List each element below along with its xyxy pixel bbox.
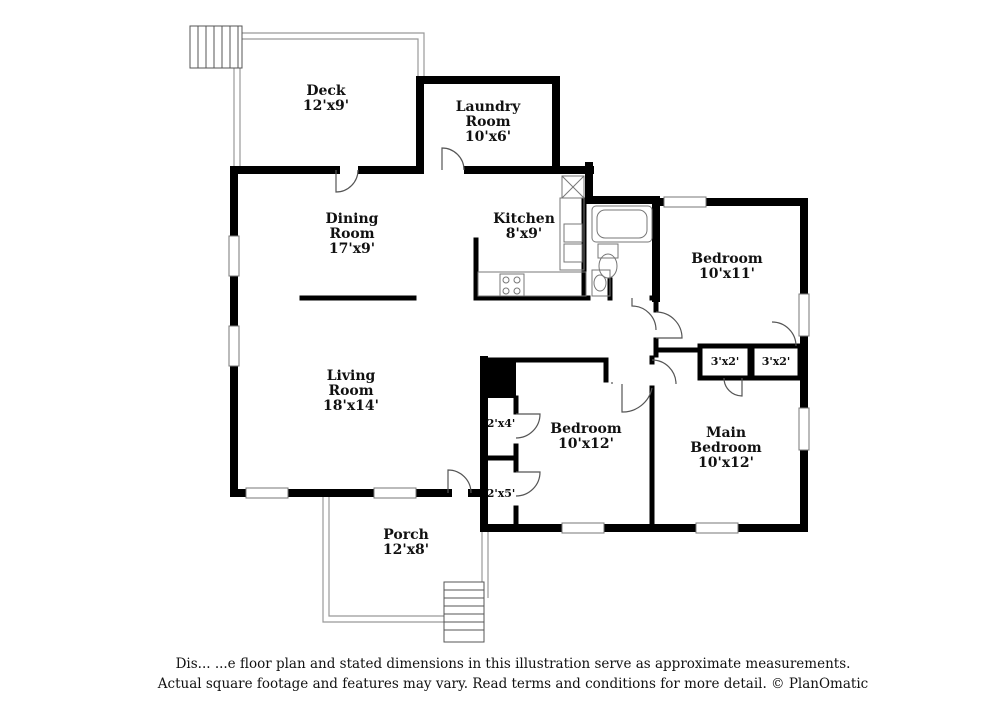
closet-d-label: 2'x5' xyxy=(486,488,516,500)
closet-c-label: 2'x4' xyxy=(486,418,516,430)
bedroom-ne-name: Bedroom xyxy=(691,251,763,267)
dining-name-2: Room xyxy=(329,226,375,242)
kitchen-size: 8'x9' xyxy=(505,226,543,242)
closet-a-size: 3'x2' xyxy=(710,355,740,368)
deck-size: 12'x9' xyxy=(302,98,350,114)
laundry-size: 10'x6' xyxy=(464,129,512,145)
living-size: 18'x14' xyxy=(323,398,379,414)
bathroom-fixtures xyxy=(591,205,653,297)
laundry-room-label: Laundry Room 10'x6' xyxy=(448,100,528,145)
chimney-block xyxy=(484,360,516,398)
porch-label: Porch 12'x8' xyxy=(366,528,446,558)
main-bedroom-name-1: Main xyxy=(705,425,747,441)
laundry-name-2: Room xyxy=(465,114,511,130)
kitchen-fixtures xyxy=(477,175,587,297)
bedroom-center-size: 10'x12' xyxy=(558,436,614,452)
interior-walls xyxy=(299,197,803,531)
bedroom-ne-label: Bedroom 10'x11' xyxy=(687,252,767,282)
deck-outline xyxy=(233,32,425,166)
bedroom-center-name: Bedroom xyxy=(550,421,622,437)
closet-b-size: 3'x2' xyxy=(761,355,791,368)
disclaimer-line-2: Actual square footage and features may v… xyxy=(157,676,869,692)
doors xyxy=(335,147,797,497)
porch-name: Porch xyxy=(383,527,429,543)
living-room-label: Living Room 18'x14' xyxy=(311,369,391,414)
closet-c-size: 2'x4' xyxy=(486,417,516,430)
porch-size: 12'x8' xyxy=(382,542,430,558)
kitchen-name: Kitchen xyxy=(493,211,555,227)
laundry-name-1: Laundry xyxy=(455,99,521,115)
dining-name-1: Dining xyxy=(325,211,379,227)
dining-size: 17'x9' xyxy=(328,241,376,257)
main-bedroom-size: 10'x12' xyxy=(698,455,754,471)
closet-d-size: 2'x5' xyxy=(486,487,516,500)
living-name-1: Living xyxy=(326,368,376,384)
living-name-2: Room xyxy=(328,383,374,399)
porch-stairs xyxy=(443,581,485,643)
closet-b-label: 3'x2' xyxy=(754,356,798,368)
bedroom-center-label: Bedroom 10'x12' xyxy=(546,422,626,452)
bedroom-ne-size: 10'x11' xyxy=(699,266,755,282)
windows xyxy=(228,196,810,534)
closet-a-label: 3'x2' xyxy=(702,356,748,368)
dining-room-label: Dining Room 17'x9' xyxy=(312,212,392,257)
main-bedroom-name-2: Bedroom xyxy=(690,440,762,456)
disclaimer-line-1: Dis... ...e floor plan and stated dimens… xyxy=(175,656,851,672)
deck-label: Deck 12'x9' xyxy=(286,84,366,114)
porch-outline xyxy=(322,493,489,623)
deck-name: Deck xyxy=(306,83,346,99)
deck-stairs xyxy=(189,25,243,69)
main-bedroom-label: Main Bedroom 10'x12' xyxy=(686,426,766,471)
kitchen-label: Kitchen 8'x9' xyxy=(484,212,564,242)
